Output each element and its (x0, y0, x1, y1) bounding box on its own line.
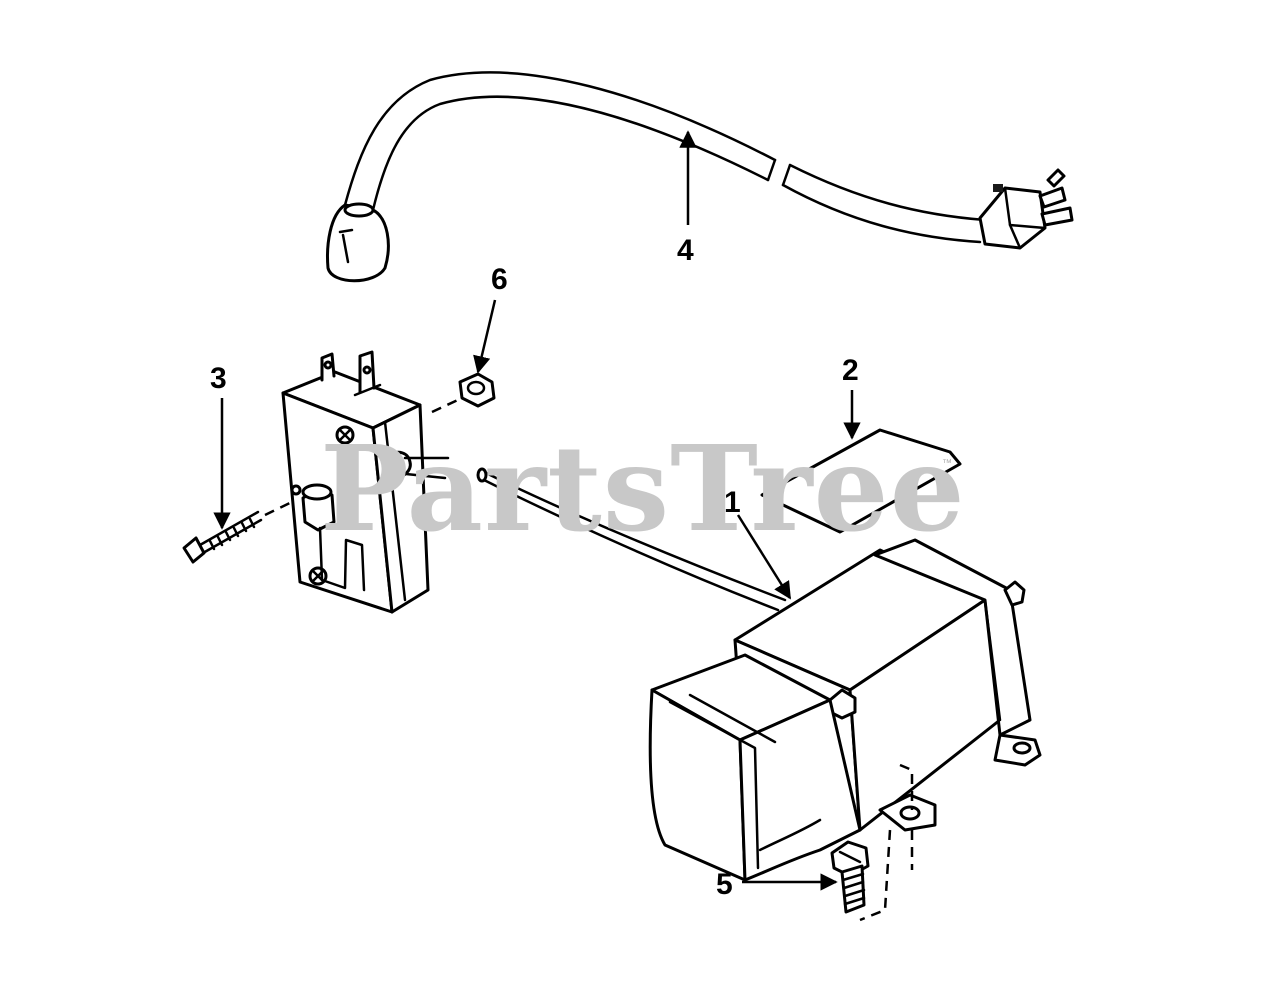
hex-nut-part[interactable] (431, 372, 496, 414)
mounting-screw-part[interactable] (182, 496, 301, 564)
callout-number: 1 (724, 486, 741, 519)
hold-down-screw-part[interactable] (830, 840, 870, 914)
callout-5: 5 (716, 868, 838, 901)
callout-number: 6 (491, 263, 508, 296)
callout-2: 2 (842, 354, 861, 440)
decal-label-part[interactable] (760, 428, 962, 534)
callout-number: 4 (677, 234, 694, 267)
callout-4: 4 (677, 130, 697, 267)
callout-3: 3 (210, 362, 231, 530)
callout-6: 6 (473, 263, 508, 374)
switch-assembly-part[interactable] (281, 350, 450, 614)
callout-number: 3 (210, 362, 227, 395)
trademark-symbol: ™ (942, 458, 952, 469)
callout-1: 1 (724, 486, 792, 600)
starter-motor-part[interactable] (476, 467, 1042, 922)
callout-number: 5 (716, 868, 733, 901)
callout-number: 2 (842, 354, 859, 387)
parts-tree-watermark: PartsTree (320, 419, 966, 558)
power-cord-part[interactable] (326, 71, 1074, 283)
